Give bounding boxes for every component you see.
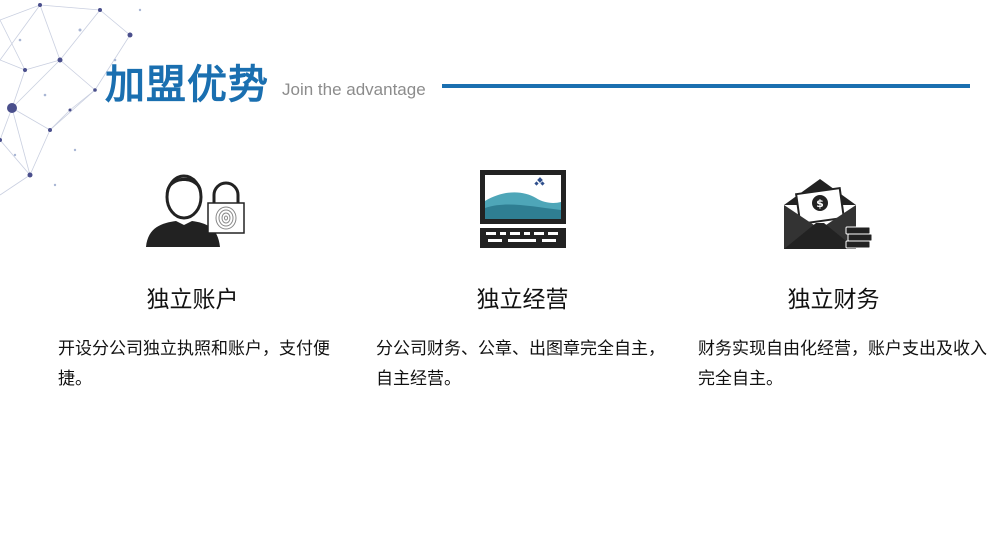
feature-title: 独立经营 — [476, 287, 569, 313]
feature-title: 独立账户 — [146, 287, 239, 313]
user-lock-icon — [146, 174, 245, 247]
title-underline — [442, 84, 970, 88]
feature-title: 独立财务 — [787, 287, 880, 313]
page-title: 加盟优势 — [105, 62, 269, 108]
svg-text:$: $ — [816, 197, 824, 210]
monitor-icon — [480, 170, 566, 248]
page-subtitle: Join the advantage — [282, 80, 426, 99]
network-decoration — [0, 3, 142, 196]
feature-description: 分公司财务、公章、出图章完全自主，自主经营。 — [376, 339, 665, 389]
feature-description: 开设分公司独立执照和账户，支付便捷。 — [58, 339, 330, 389]
money-envelope-icon: $ — [784, 179, 873, 249]
feature-description: 财务实现自由化经营，账户支出及收入完全自主。 — [698, 339, 987, 389]
